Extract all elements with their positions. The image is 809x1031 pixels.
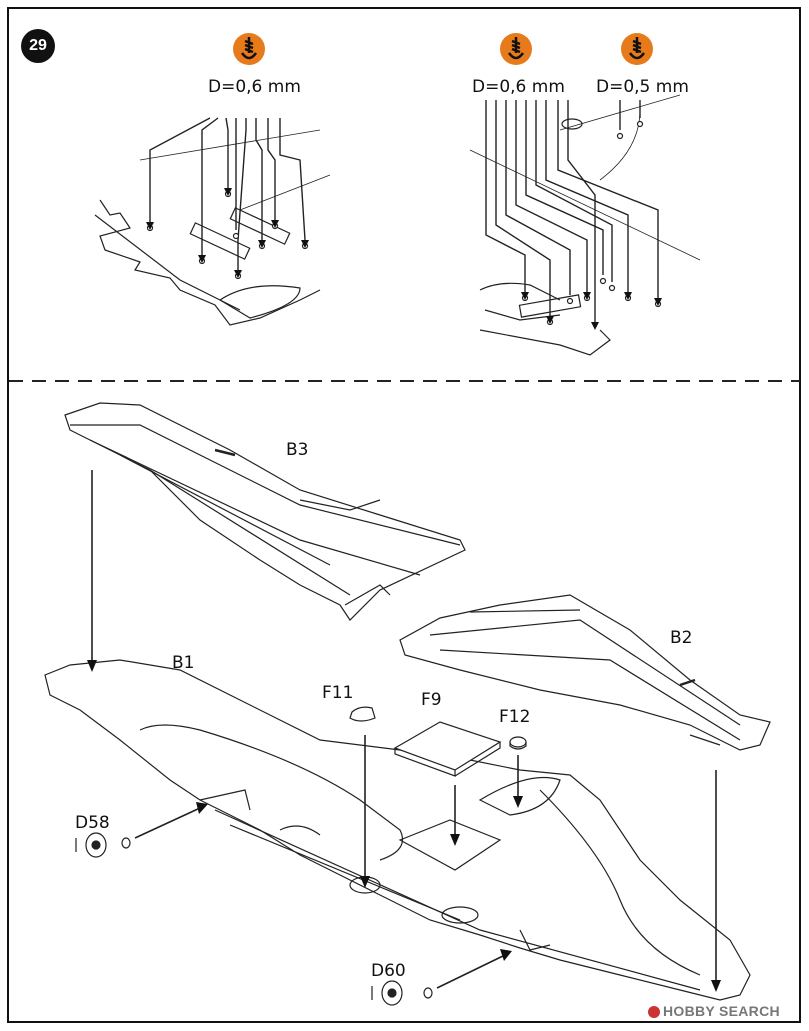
part-f9 [393,721,502,777]
drill-bit-icon [621,33,653,65]
drill-size-label: D=0,5 mm [596,77,689,97]
part-label-f11: F11 [322,683,354,703]
part-label-b1: B1 [172,653,195,673]
instruction-frame [7,7,801,1023]
part-label-b3: B3 [286,440,309,460]
part-d60 [371,980,433,1006]
part-b1-wing [44,659,751,1001]
part-b2-wing [399,594,771,751]
part-label-b2: B2 [670,628,693,648]
wing-detail-right [469,94,701,356]
watermark-text: HOBBY SEARCH [663,1003,780,1019]
drill-size-label: D=0,6 mm [472,77,565,97]
part-f12 [509,736,527,750]
assembly-arrows [91,470,717,989]
part-label-d60: D60 [371,961,406,981]
part-b3-wing [64,402,466,621]
watermark: HOBBY SEARCH [648,1003,780,1019]
part-label-f12: F12 [499,707,531,727]
part-d58 [75,832,131,858]
drill-size-label: D=0,6 mm [208,77,301,97]
part-label-f9: F9 [421,690,442,710]
part-label-d58: D58 [75,813,110,833]
drill-bit-icon [233,33,265,65]
wing-detail-left [94,117,331,326]
drill-bit-icon [500,33,532,65]
part-f11 [349,706,376,722]
watermark-logo-icon [648,1006,660,1019]
step-number-badge: 29 [21,29,55,63]
